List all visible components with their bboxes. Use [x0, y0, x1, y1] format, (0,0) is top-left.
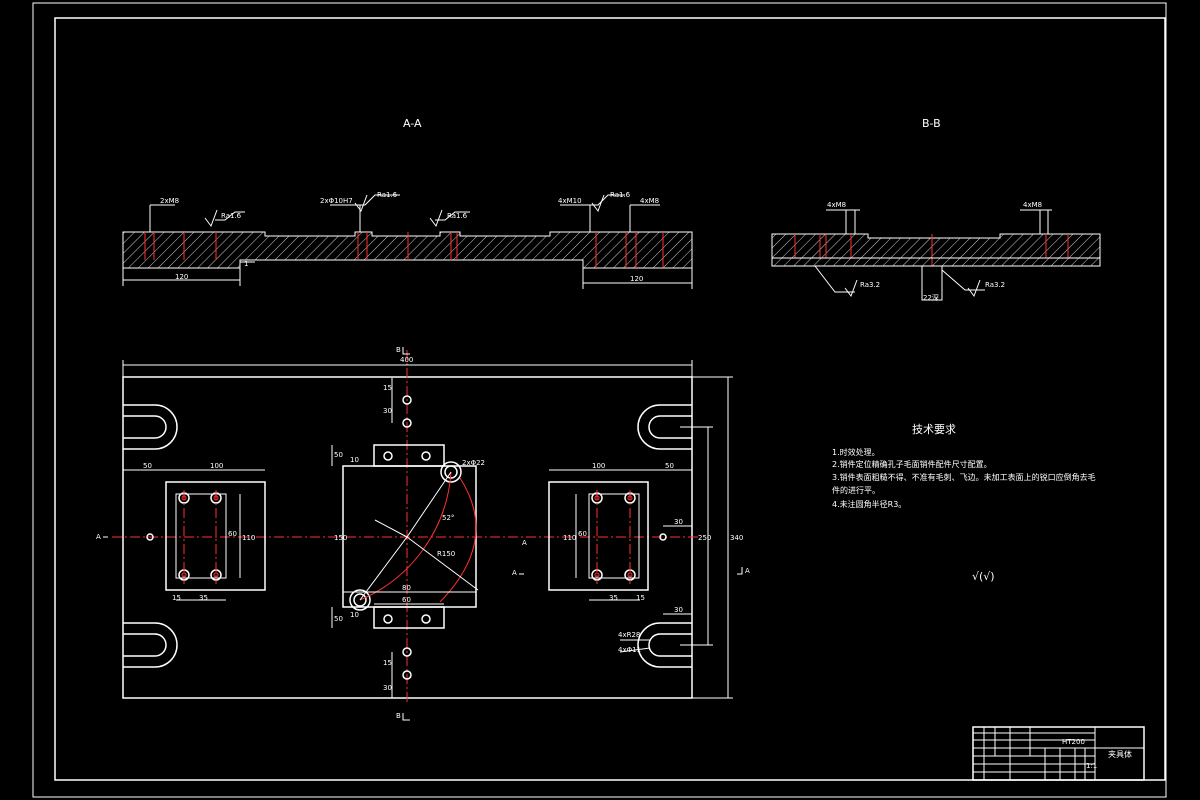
marker-b-bottom: B — [396, 712, 401, 720]
dim-right-50: 50 — [665, 462, 674, 470]
marker-a-left: A — [96, 533, 101, 541]
section-aa: 2xM8 Ra1.6 2xΦ10H7 Ra1.6 Ra1.6 4xM10 Ra1… — [122, 191, 693, 289]
note-4: 4.未注圆角半径R3。 — [832, 499, 906, 509]
dim-right-30b: 30 — [674, 606, 683, 614]
dim-right-110: 110 — [563, 534, 576, 542]
aa-callout-2: Ra1.6 — [221, 212, 242, 220]
dim-overall-height: 340 — [730, 534, 743, 542]
dim-bottom-30: 30 — [383, 684, 392, 692]
bb-callout-4: Ra3.2 — [985, 281, 1005, 289]
dim-center-50: 50 — [334, 451, 343, 459]
bb-callout-2: 4xM8 — [1023, 201, 1042, 209]
notes-title: 技术要求 — [912, 423, 956, 436]
dim-right-15: 15 — [636, 594, 645, 602]
dim-center-50b: 50 — [334, 615, 343, 623]
dim-right-100: 100 — [592, 462, 605, 470]
dim-center-60: 60 — [402, 596, 411, 604]
title-block: HT200 夹具体 1:1 — [972, 726, 1145, 781]
dim-right-35: 35 — [609, 594, 618, 602]
note-3b: 件的进行平。 — [832, 485, 880, 495]
dim-left-60: 60 — [228, 530, 237, 538]
dim-center-10b: 10 — [350, 611, 359, 619]
dim-center-10: 10 — [350, 456, 359, 464]
dim-right-60: 60 — [578, 530, 587, 538]
aa-callout-7: Ra1.6 — [610, 191, 631, 199]
aa-callout-5: Ra1.6 — [447, 212, 468, 220]
dim-bottom-15: 15 — [383, 659, 392, 667]
dim-left-100: 100 — [210, 462, 223, 470]
bb-callout-3: Ra3.2 — [860, 281, 880, 289]
dim-left-35: 35 — [199, 594, 208, 602]
dim-left-15: 15 — [172, 594, 181, 602]
section-bb: 4xM8 4xM8 Ra3.2 Ra3.2 22深 — [771, 201, 1101, 302]
bb-callout-5: 22深 — [923, 293, 939, 302]
marker-a-mid2: A — [512, 569, 517, 577]
aa-callout-8: 4xM8 — [640, 197, 659, 205]
dim-radius: R150 — [437, 550, 455, 558]
title-part-name: 夹具体 — [1108, 749, 1132, 759]
dim-right-30a: 30 — [674, 518, 683, 526]
marker-a-right: A — [745, 567, 750, 575]
title-material: HT200 — [1062, 738, 1085, 746]
dim-center-80: 80 — [402, 584, 411, 592]
note-1: 1.时效处理。 — [832, 447, 880, 457]
plan-view: 400 340 250 50 100 100 50 110 60 110 60 … — [96, 346, 750, 721]
aa-dim-right: 120 — [630, 275, 643, 283]
roughness-symbol: √(√) — [972, 570, 995, 583]
technical-notes: 技术要求 1.时效处理。 2.销件定位精确孔子毛面销件配件尺寸配置。 3.销件表… — [832, 423, 1096, 583]
dim-left-50: 50 — [143, 462, 152, 470]
dim-slot-a: 4xR28 — [618, 631, 640, 639]
dim-slot-b: 4xΦ11 — [618, 646, 641, 654]
section-bb-title: B-B — [922, 117, 941, 130]
section-aa-title: A-A — [403, 117, 422, 130]
aa-callout-1: 2xM8 — [160, 197, 179, 205]
dim-angle: 52° — [442, 514, 454, 522]
note-3: 3.销件表面粗糙不得、不准有毛刺、飞边。未加工表面上的锐口应倒角去毛 — [832, 472, 1096, 482]
dim-top-30: 30 — [383, 407, 392, 415]
marker-b-top: B — [396, 346, 401, 354]
dim-right-inner: 250 — [698, 534, 711, 542]
dim-top-hole: 2xΦ22 — [462, 459, 485, 467]
title-scale: 1:1 — [1086, 762, 1097, 770]
dim-top-15: 15 — [383, 384, 392, 392]
aa-callout-3: 2xΦ10H7 — [320, 197, 353, 205]
inner-border — [54, 17, 1166, 781]
marker-a-mid: A — [522, 539, 527, 547]
dim-left-110: 110 — [242, 534, 255, 542]
outer-border — [32, 2, 1167, 798]
dim-overall-width: 400 — [400, 356, 413, 364]
aa-dim-small: 1 — [244, 260, 248, 268]
note-2: 2.销件定位精确孔子毛面销件配件尺寸配置。 — [832, 459, 992, 469]
dim-center-150: 150 — [334, 534, 347, 542]
bb-callout-1: 4xM8 — [827, 201, 846, 209]
aa-callout-4: Ra1.6 — [377, 191, 398, 199]
aa-callout-6: 4xM10 — [558, 197, 582, 205]
aa-dim-left: 120 — [175, 273, 188, 281]
